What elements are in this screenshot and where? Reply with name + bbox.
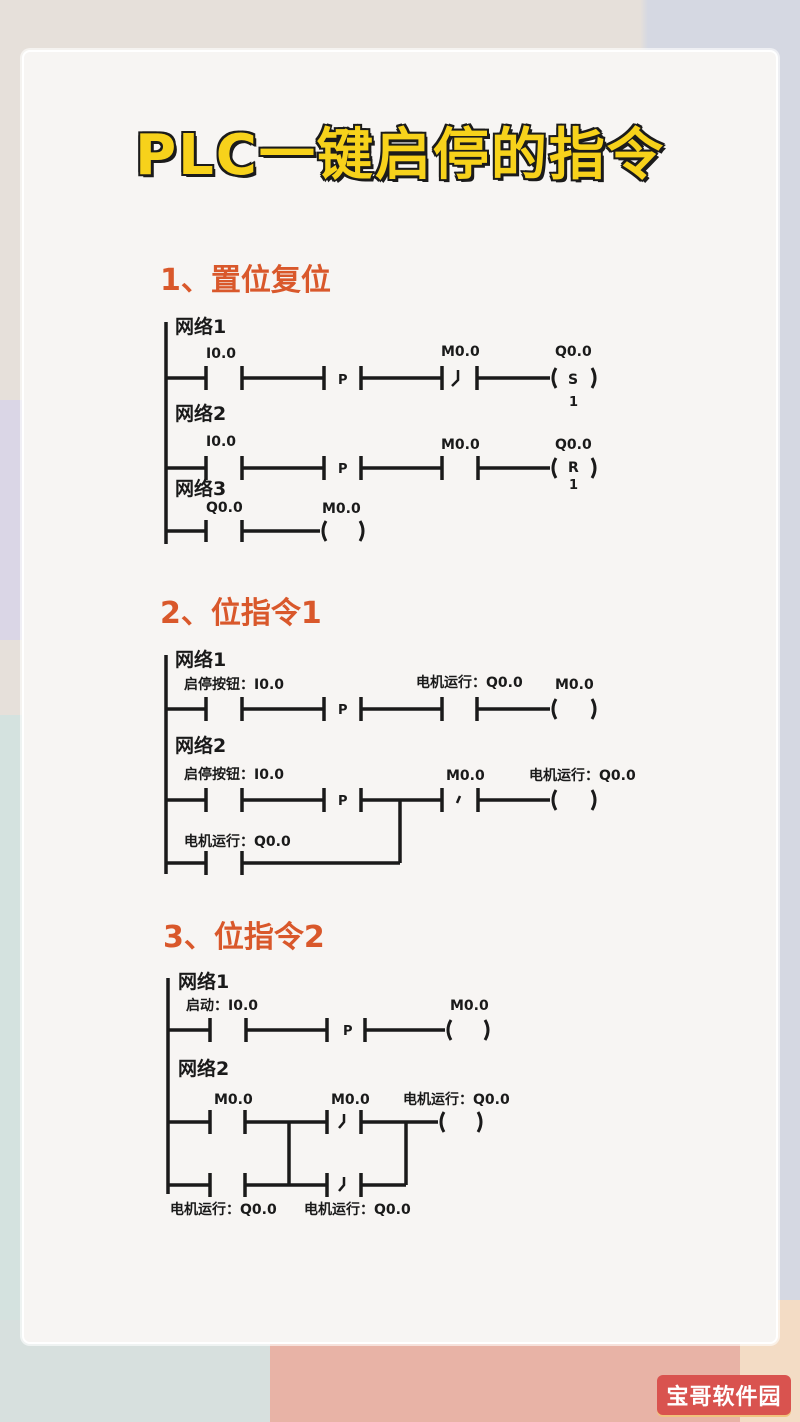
network-label: 网络2 bbox=[175, 402, 226, 425]
section-2-ladder: 网络1 启停按钮：I0.0 P 电机运行：Q0.0 M0.0 网络2 启停按钮：… bbox=[164, 648, 636, 875]
coil-label: M0.0 bbox=[450, 998, 489, 1014]
paper-card bbox=[24, 52, 776, 1342]
network-label: 网络1 bbox=[178, 970, 229, 993]
coil-type: R bbox=[568, 460, 579, 476]
contact-label: 启停按钮：I0.0 bbox=[184, 766, 284, 783]
edge-label: P bbox=[343, 1024, 353, 1039]
contact-label: I0.0 bbox=[206, 346, 236, 362]
coil-label: Q0.0 bbox=[555, 344, 592, 360]
contact-label: I0.0 bbox=[206, 434, 236, 450]
branch-contact-label: 电机运行：Q0.0 bbox=[170, 1201, 277, 1218]
contact-label: 启动：I0.0 bbox=[186, 997, 258, 1014]
edge-label: P bbox=[338, 703, 348, 718]
coil-label: 电机运行：Q0.0 bbox=[529, 767, 636, 784]
contact-label: M0.0 bbox=[331, 1092, 370, 1108]
network-label: 网络1 bbox=[175, 648, 226, 671]
coil-label: Q0.0 bbox=[555, 437, 592, 453]
contact-label: M0.0 bbox=[446, 768, 485, 784]
contact-label: Q0.0 bbox=[206, 500, 243, 516]
page-title: PLC一键启停的指令 bbox=[134, 122, 665, 190]
section-heading-1: 1、置位复位 bbox=[160, 263, 331, 298]
contact-label: 启停按钮：I0.0 bbox=[184, 676, 284, 693]
section-heading-3: 3、位指令2 bbox=[163, 920, 325, 955]
branch-contact-label: 电机运行：Q0.0 bbox=[184, 833, 291, 850]
contact-label: M0.0 bbox=[441, 437, 480, 453]
network-label: 网络2 bbox=[175, 734, 226, 757]
edge-label: P bbox=[338, 462, 348, 477]
coil-label: M0.0 bbox=[555, 677, 594, 693]
contact-label: M0.0 bbox=[214, 1092, 253, 1108]
coil-count: 1 bbox=[569, 395, 578, 410]
branch-contact-label: 电机运行：Q0.0 bbox=[304, 1201, 411, 1218]
section-heading-2: 2、位指令1 bbox=[160, 596, 322, 631]
coil-type: S bbox=[568, 372, 578, 388]
network-label: 网络1 bbox=[175, 315, 226, 338]
contact-label: 电机运行：Q0.0 bbox=[416, 674, 523, 691]
edge-label: P bbox=[338, 373, 348, 388]
network-label: 网络3 bbox=[175, 477, 226, 500]
coil-label: 电机运行：Q0.0 bbox=[403, 1091, 510, 1108]
contact-label: M0.0 bbox=[441, 344, 480, 360]
watermark-badge: 宝哥软件园 bbox=[657, 1375, 791, 1415]
edge-label: P bbox=[338, 794, 348, 809]
section-1-ladder: 网络1 I0.0 P M0.0 Q0.0 S 1 网络2 I0.0 P M0.0 bbox=[164, 315, 597, 544]
network-label: 网络2 bbox=[178, 1057, 229, 1080]
coil-count: 1 bbox=[569, 478, 578, 493]
coil-label: M0.0 bbox=[322, 501, 361, 517]
section-3-ladder: 网络1 启动：I0.0 P M0.0 网络2 M0.0 M0.0 电机运行：Q0… bbox=[166, 970, 510, 1218]
